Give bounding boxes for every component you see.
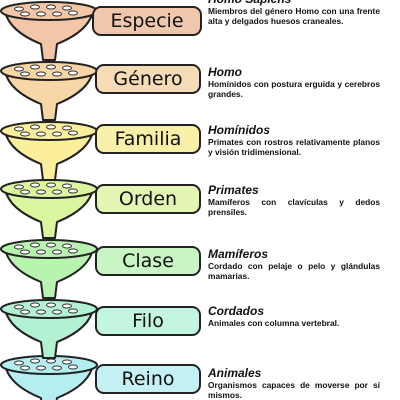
funnel-hole <box>62 359 72 365</box>
funnel-hole <box>20 11 30 17</box>
funnel-hole <box>36 71 46 77</box>
funnel-hole <box>52 365 62 371</box>
rank-example-title: Mamíferos <box>208 247 269 261</box>
rank-example-title: Homínidos <box>208 123 270 137</box>
funnel-hole <box>68 130 78 136</box>
rank-label-1: Especie <box>92 6 202 36</box>
funnel-hole <box>62 183 72 189</box>
rank-example-text: Primates con rostros relativamente plano… <box>208 137 380 157</box>
funnel-hole <box>68 70 78 76</box>
rank-example-title: Cordados <box>208 304 265 318</box>
funnel-hole <box>14 360 24 366</box>
funnel-3 <box>0 121 98 181</box>
funnel-hole <box>20 131 30 137</box>
funnel-hole <box>20 189 30 195</box>
rank-example-text: Animales con columna vertebral. <box>208 318 340 328</box>
funnel-hole <box>36 309 46 315</box>
funnel-hole <box>46 302 56 308</box>
funnel-hole <box>46 4 56 10</box>
funnel-hole <box>46 242 56 248</box>
funnel-hole <box>52 309 62 315</box>
funnel-hole <box>52 249 62 255</box>
funnel-hole <box>30 4 40 10</box>
rank-label-2: Género <box>95 64 201 94</box>
funnel-bowl <box>4 10 94 61</box>
funnel-hole <box>20 309 30 315</box>
rank-description-1: Homo SapiensMiembros del género Homo con… <box>208 0 380 26</box>
funnel-hole <box>30 124 40 130</box>
funnel-hole <box>36 11 46 17</box>
funnel-hole <box>14 244 24 250</box>
funnel-hole <box>68 364 78 370</box>
funnel-hole <box>68 248 78 254</box>
funnel-hole <box>36 365 46 371</box>
rank-example-text: Cordado con pelaje o pelo y glándulas ma… <box>208 261 380 281</box>
funnel-hole <box>68 188 78 194</box>
funnel-hole <box>52 189 62 195</box>
funnel-4 <box>0 179 98 239</box>
funnel-hole <box>14 304 24 310</box>
funnel-hole <box>68 308 78 314</box>
rank-example-title: Homo Sapiens <box>208 0 380 6</box>
rank-example-title: Animales <box>208 366 262 380</box>
funnel-hole <box>14 6 24 12</box>
funnel-hole <box>46 182 56 188</box>
rank-example-text: Homínidos con postura erguida y cerebros… <box>208 79 380 99</box>
funnel-hole <box>36 249 46 255</box>
funnel-hole <box>30 302 40 308</box>
funnel-hole <box>20 365 30 371</box>
rank-label-4: Orden <box>95 184 201 214</box>
rank-label-5: Clase <box>95 246 201 276</box>
funnel-hole <box>20 249 30 255</box>
funnel-bowl <box>4 248 94 299</box>
funnel-hole <box>46 64 56 70</box>
funnel-bowl <box>4 130 94 181</box>
rank-label-7: Reino <box>95 364 201 394</box>
funnel-6 <box>0 299 98 359</box>
funnel-hole <box>62 5 72 11</box>
rank-example-text: Organismos capaces de moverse por sí mis… <box>208 380 380 400</box>
funnel-hole <box>62 125 72 131</box>
funnel-hole <box>36 189 46 195</box>
funnel-1 <box>0 1 98 61</box>
rank-label-6: Filo <box>95 306 201 336</box>
funnel-hole <box>30 242 40 248</box>
funnel-hole <box>52 11 62 17</box>
funnel-hole <box>14 184 24 190</box>
funnel-2 <box>0 61 98 121</box>
funnel-5 <box>0 239 98 299</box>
funnel-hole <box>30 182 40 188</box>
funnel-hole <box>14 66 24 72</box>
funnel-bowl <box>4 308 94 359</box>
funnel-hole <box>62 65 72 71</box>
funnel-hole <box>36 131 46 137</box>
funnel-hole <box>52 131 62 137</box>
funnel-hole <box>62 243 72 249</box>
rank-example-text: Miembros del género Homo con una frente … <box>208 6 380 26</box>
funnel-hole <box>14 126 24 132</box>
funnel-bowl <box>4 188 94 239</box>
funnel-hole <box>30 358 40 364</box>
funnel-hole <box>52 71 62 77</box>
rank-label-3: Familia <box>95 124 201 154</box>
funnel-hole <box>68 10 78 16</box>
rank-example-text: Mamíferos con clavículas y dedos prensil… <box>208 197 380 217</box>
funnel-hole <box>62 303 72 309</box>
rank-example-title: Homo <box>208 65 242 79</box>
funnel-bowl <box>4 70 94 121</box>
funnel-hole <box>46 124 56 130</box>
funnel-7 <box>0 355 98 400</box>
funnel-hole <box>46 358 56 364</box>
funnel-hole <box>30 64 40 70</box>
funnel-hole <box>20 71 30 77</box>
rank-example-title: Primates <box>208 183 259 197</box>
